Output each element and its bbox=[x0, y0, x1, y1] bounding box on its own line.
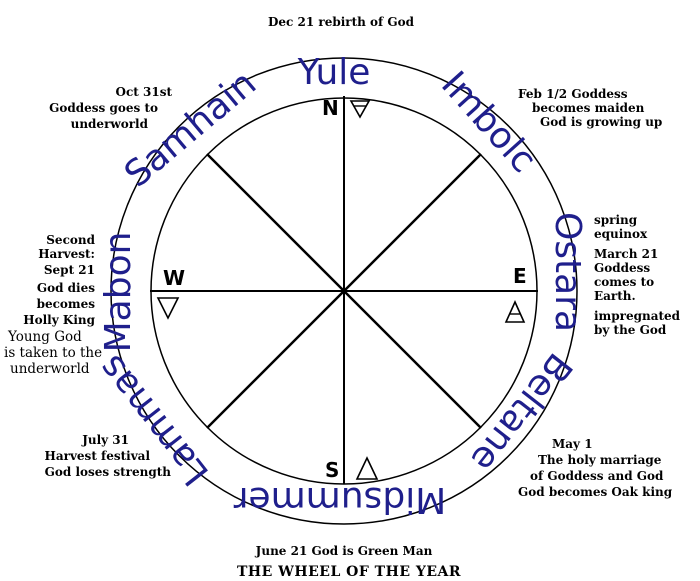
svg-text:God loses strength: God loses strength bbox=[45, 465, 172, 479]
svg-text:becomes: becomes bbox=[37, 297, 96, 311]
svg-text:God dies: God dies bbox=[37, 281, 95, 295]
svg-text:Dec 21 rebirth of God: Dec 21 rebirth of God bbox=[268, 15, 415, 29]
svg-text:March 21: March 21 bbox=[594, 247, 658, 261]
note-ostara: spring equinox March 21 Goddess comes to… bbox=[594, 213, 681, 337]
svg-text:Harvest:: Harvest: bbox=[38, 247, 95, 261]
svg-text:is taken to the: is taken to the bbox=[4, 345, 102, 361]
svg-text:underworld: underworld bbox=[71, 117, 149, 131]
svg-text:Second: Second bbox=[46, 233, 95, 247]
fire-triangle-icon bbox=[355, 456, 379, 480]
svg-text:God is growing up: God is growing up bbox=[540, 115, 662, 129]
svg-text:Harvest festival: Harvest festival bbox=[45, 449, 151, 463]
svg-text:Goddess goes to: Goddess goes to bbox=[49, 101, 158, 115]
svg-text:underworld: underworld bbox=[10, 361, 90, 377]
svg-text:becomes maiden: becomes maiden bbox=[532, 101, 645, 115]
svg-text:Goddess: Goddess bbox=[594, 261, 650, 275]
svg-text:July 31: July 31 bbox=[81, 433, 129, 447]
note-yule: Dec 21 rebirth of God bbox=[268, 15, 415, 29]
svg-text:The holy marriage: The holy marriage bbox=[538, 453, 662, 467]
spoke-ne-sw bbox=[206, 153, 482, 429]
svg-text:June 21 God is Green Man: June 21 God is Green Man bbox=[255, 544, 433, 558]
direction-north: N bbox=[322, 96, 339, 120]
svg-text:Earth.: Earth. bbox=[594, 289, 636, 303]
sabbat-yule: Yule bbox=[297, 52, 371, 93]
sabbat-mabon: Mabon bbox=[98, 232, 139, 353]
direction-west: W bbox=[163, 266, 185, 290]
svg-text:Holly King: Holly King bbox=[23, 313, 95, 327]
svg-text:Young God: Young God bbox=[7, 329, 82, 345]
svg-text:May 1: May 1 bbox=[552, 437, 593, 451]
note-lammas: July 31 Harvest festival God loses stren… bbox=[45, 433, 172, 479]
sabbat-midsummer: Midsummer bbox=[234, 479, 447, 520]
note-imbolc: Feb 1/2 Goddess becomes maiden God is gr… bbox=[518, 87, 662, 129]
note-midsummer: June 21 God is Green Man bbox=[255, 544, 433, 558]
svg-text:Feb 1/2 Goddess: Feb 1/2 Goddess bbox=[518, 87, 628, 101]
note-samhain: Oct 31st Goddess goes to underworld bbox=[49, 85, 172, 131]
svg-text:impregnated: impregnated bbox=[594, 309, 681, 323]
sabbat-ostara: Ostara bbox=[547, 212, 588, 332]
outer-ring bbox=[110, 57, 578, 525]
note-mabon: Second Harvest: Sept 21 God dies becomes… bbox=[4, 233, 102, 377]
note-beltane: May 1 The holy marriage of Goddess and G… bbox=[518, 437, 673, 499]
direction-east: E bbox=[513, 264, 527, 288]
svg-text:comes to: comes to bbox=[594, 275, 654, 289]
direction-south: S bbox=[325, 458, 339, 482]
svg-text:Sept 21: Sept 21 bbox=[44, 263, 95, 277]
svg-text:by the God: by the God bbox=[594, 323, 667, 337]
water-triangle-icon bbox=[156, 297, 180, 320]
diagram-title: THE WHEEL OF THE YEAR bbox=[237, 564, 461, 580]
svg-text:God becomes Oak king: God becomes Oak king bbox=[518, 485, 673, 499]
air-triangle-icon bbox=[504, 300, 526, 323]
svg-text:spring: spring bbox=[594, 213, 638, 227]
svg-text:of Goddess and God: of Goddess and God bbox=[530, 469, 664, 483]
svg-text:equinox: equinox bbox=[594, 227, 648, 241]
earth-triangle-icon bbox=[349, 100, 371, 119]
svg-text:Oct 31st: Oct 31st bbox=[116, 85, 173, 99]
